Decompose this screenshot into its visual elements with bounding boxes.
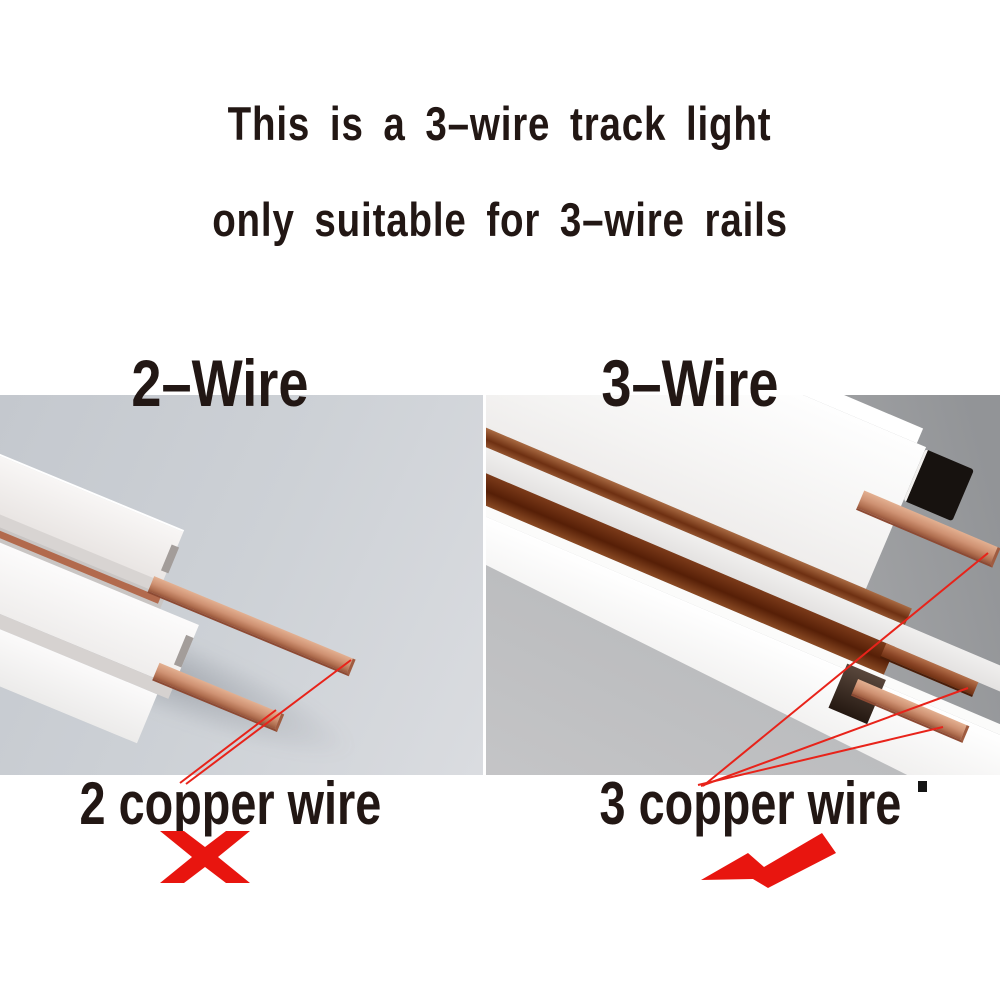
caption-3-copper-wire: 3 copper wire (599, 770, 901, 837)
check-mark-icon (701, 833, 836, 888)
page-title-line-2: only suitable for 3–wire rails (0, 194, 1000, 246)
page-title-text-2: only suitable for 3–wire rails (212, 193, 788, 246)
page-title-line-1: This is a 3–wire track light (0, 98, 1000, 150)
heading-3-wire: 3–Wire (601, 346, 779, 420)
caption-2-copper-wire: 2 copper wire (79, 770, 381, 837)
stray-mark (918, 781, 927, 792)
track-rail-2-wire (0, 400, 387, 775)
page-title-text-1: This is a 3–wire track light (228, 97, 772, 150)
copper-busbar-2 (152, 662, 285, 732)
x-mark-icon (160, 831, 250, 883)
photo-3-wire-rail (486, 395, 1000, 775)
heading-2-wire: 2–Wire (131, 346, 309, 420)
photo-2-wire-rail (0, 395, 483, 775)
